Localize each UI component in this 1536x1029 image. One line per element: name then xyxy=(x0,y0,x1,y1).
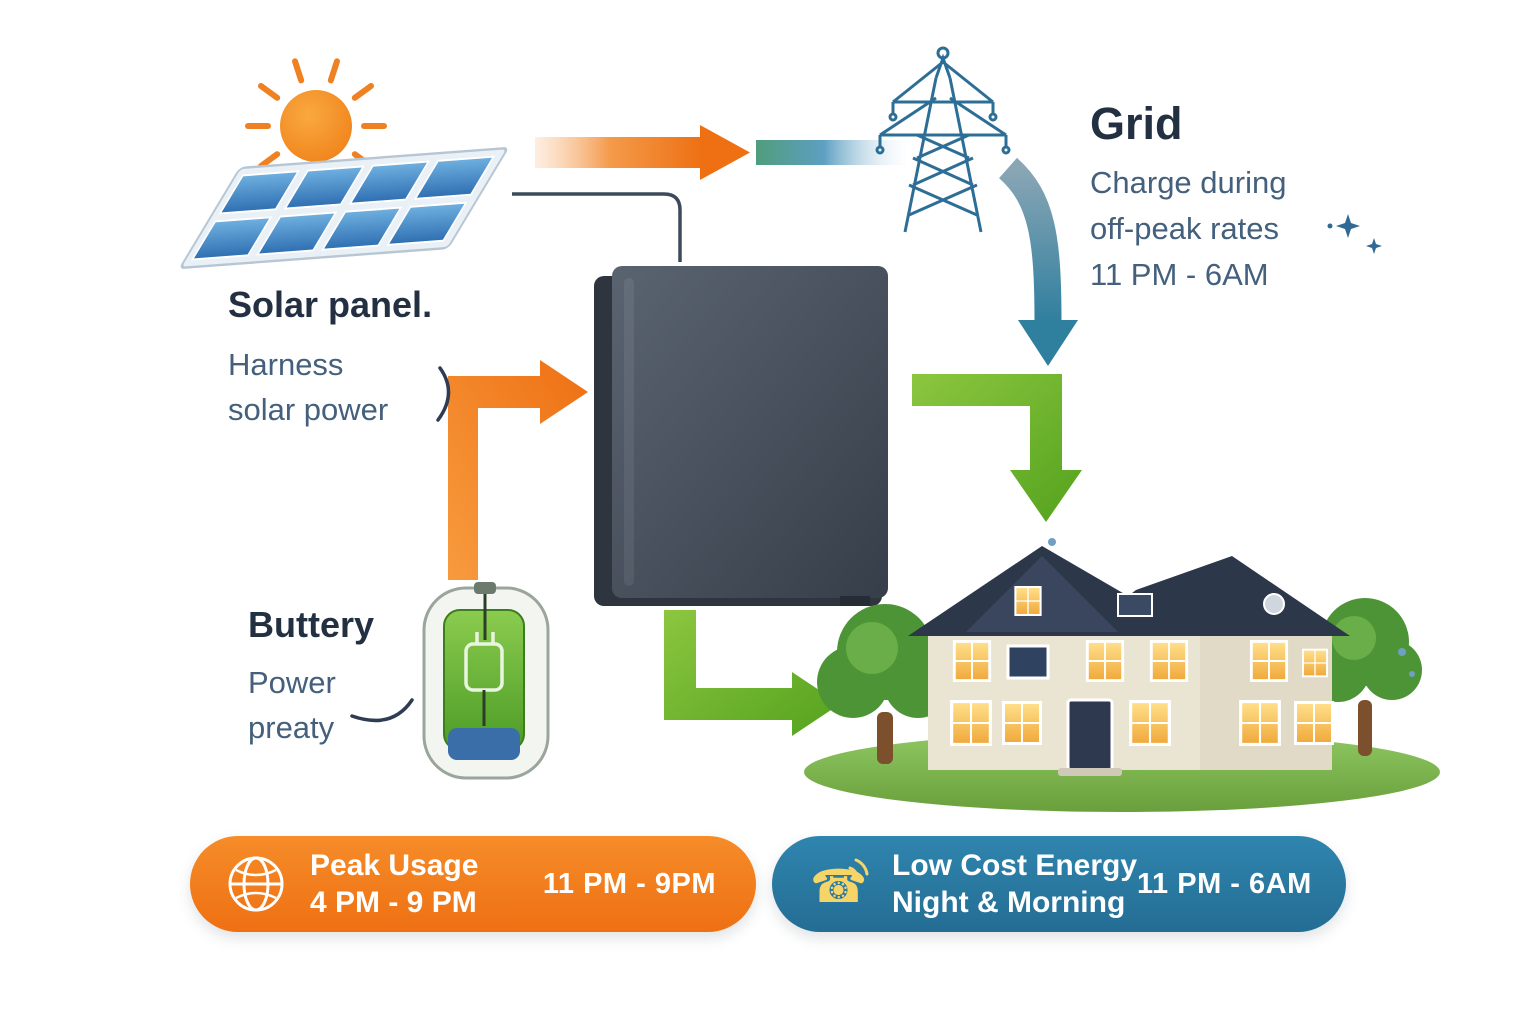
solar-to-grid-arrow xyxy=(535,125,906,180)
harness-connector-line xyxy=(436,366,451,422)
solar-panel-subtitle-line1: Harness xyxy=(228,347,344,382)
solar-panel-title: Solar panel. xyxy=(228,284,433,325)
battery-subtitle-line2: preaty xyxy=(248,710,335,745)
phone-icon: ☎ xyxy=(806,852,870,916)
peak-usage-title: Peak Usage xyxy=(310,849,479,882)
grid-subtitle-line3: 11 PM - 6AM xyxy=(1090,257,1269,292)
charger-to-battery-arrow xyxy=(448,360,588,580)
panel-to-battery-line xyxy=(512,192,682,262)
solar-panel-illustration xyxy=(180,147,508,269)
ev-charger-icon xyxy=(422,582,550,780)
peak-usage-subtitle: 4 PM - 9 PM xyxy=(310,886,477,919)
radar-icon xyxy=(224,852,288,916)
peak-usage-time: 11 PM - 9PM xyxy=(542,867,716,900)
peak-usage-badge: Peak Usage 4 PM - 9 PM 11 PM - 9PM xyxy=(190,836,756,932)
grid-tower-icon xyxy=(875,46,1011,233)
low-cost-energy-subtitle: Night & Morning xyxy=(892,886,1126,919)
battery-subtitle-line1: Power xyxy=(248,665,336,700)
sparkle-icon xyxy=(1327,214,1382,254)
svg-text:☎: ☎ xyxy=(810,859,867,913)
house-illustration xyxy=(804,538,1440,812)
panel-to-battery-line xyxy=(512,194,680,262)
solar-panel-subtitle-line2: solar power xyxy=(228,392,389,427)
peak-usage-text: Peak Usage 4 PM - 9 PM xyxy=(310,847,478,921)
battery-unit xyxy=(594,266,888,606)
low-cost-energy-text: Low Cost Energy Night & Morning xyxy=(892,847,1137,921)
grid-subtitle-line2: off-peak rates xyxy=(1090,211,1279,246)
grid-to-battery-arrow xyxy=(998,157,1078,366)
grid-subtitle-line1: Charge during xyxy=(1090,165,1287,200)
low-cost-energy-badge: ☎ Low Cost Energy Night & Morning 11 PM … xyxy=(772,836,1346,932)
grid-subtitle: Charge during off-peak rates 11 PM - 6AM xyxy=(1090,160,1286,298)
battery-subtitle: Power preaty xyxy=(248,660,336,750)
low-cost-energy-title: Low Cost Energy xyxy=(892,849,1138,882)
low-cost-energy-time: 11 PM - 6AM xyxy=(1137,867,1312,900)
grid-title: Grid xyxy=(1090,98,1183,149)
battery-title: Buttery xyxy=(248,604,375,645)
battery-to-home-arrow-lower xyxy=(664,610,840,736)
battery-label-connector-line xyxy=(350,698,414,723)
battery-to-home-arrow xyxy=(912,374,1082,522)
solar-panel-subtitle: Harness solar power xyxy=(228,342,388,432)
